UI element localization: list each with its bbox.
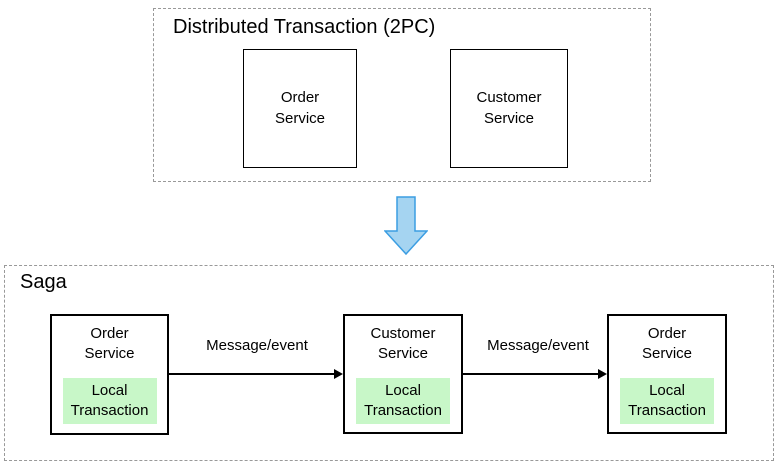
- arrow-line: [169, 373, 335, 375]
- saga-order-service-box-2: Order Service Local Transaction: [607, 314, 727, 434]
- distributed-transaction-title: Distributed Transaction (2PC): [173, 16, 436, 38]
- arrow-head-icon: [334, 369, 343, 379]
- saga-container: Saga Order Service Local Transaction Mes…: [4, 265, 774, 461]
- saga-order-service-label-1: Order Service: [84, 325, 135, 363]
- down-arrow-icon: [384, 196, 428, 256]
- local-transaction-box-3: Local Transaction: [620, 378, 714, 424]
- customer-service-label: Customer Service: [476, 89, 542, 127]
- saga-title: Saga: [20, 271, 67, 293]
- local-transaction-box-2: Local Transaction: [356, 378, 450, 424]
- order-service-label: Order Service: [274, 89, 326, 127]
- message-event-arrow-1: [169, 368, 343, 380]
- customer-service-box-2pc: Customer Service: [450, 49, 568, 168]
- arrow-head-icon: [598, 369, 607, 379]
- message-event-label-1: Message/event: [206, 337, 308, 354]
- message-event-arrow-2: [463, 368, 607, 380]
- local-transaction-box-1: Local Transaction: [62, 378, 157, 424]
- saga-customer-service-box: Customer Service Local Transaction: [343, 314, 463, 434]
- order-service-box-2pc: Order Service: [243, 49, 357, 168]
- arrow-line: [463, 373, 599, 375]
- message-event-label-2: Message/event: [487, 337, 589, 354]
- saga-customer-service-label: Customer Service: [370, 325, 436, 363]
- distributed-transaction-2pc-container: Distributed Transaction (2PC) Order Serv…: [153, 8, 651, 182]
- saga-order-service-label-2: Order Service: [641, 325, 693, 363]
- saga-order-service-box-1: Order Service Local Transaction: [50, 314, 169, 435]
